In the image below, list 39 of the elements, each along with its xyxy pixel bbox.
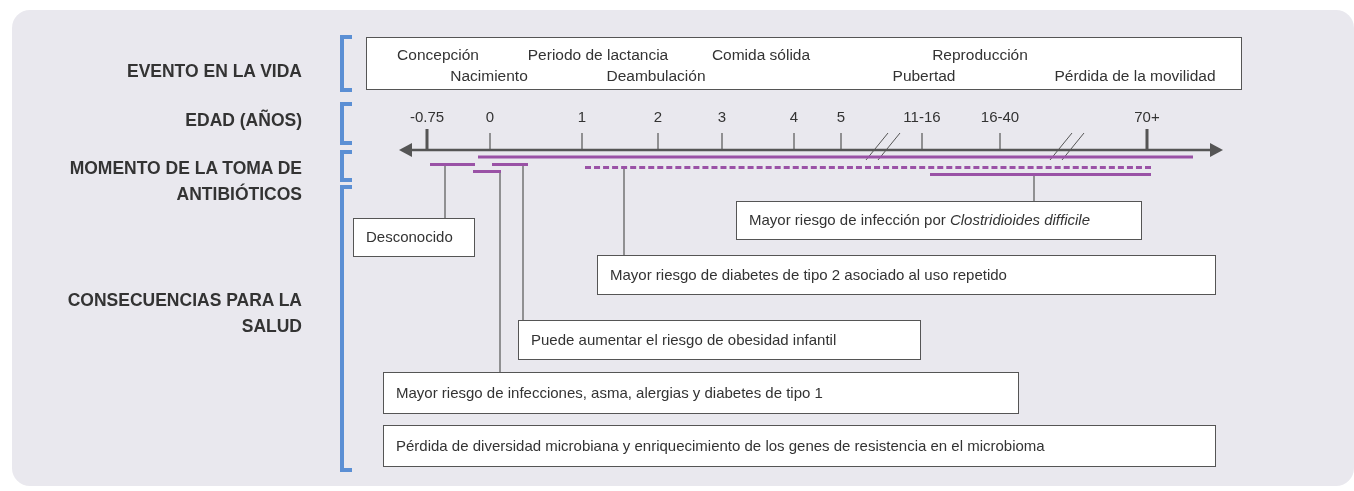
row-heading: MOMENTO DE LA TOMA DE ANTIBIÓTICOS xyxy=(68,157,302,206)
leader-line xyxy=(522,165,524,321)
event-label: Reproducción xyxy=(932,46,1028,64)
leader-line xyxy=(444,165,446,219)
antibiotic-period-bar xyxy=(492,163,528,166)
antibiotic-period-bar xyxy=(473,170,501,173)
tick-label: -0.75 xyxy=(409,108,445,125)
leader-line xyxy=(499,172,501,373)
dashed-antibiotic-bar xyxy=(585,166,1151,169)
consequence-box: Desconocido xyxy=(353,218,475,257)
life-event-box xyxy=(366,37,1242,90)
leader-line xyxy=(1033,175,1035,202)
consequence-box: Mayor riesgo de infección por Clostridioides difficile xyxy=(736,201,1142,240)
event-label: Pubertad xyxy=(892,67,956,85)
tick-label: 5 xyxy=(836,108,846,125)
antibiotic-period-bar xyxy=(930,173,1151,176)
event-label: Concepción xyxy=(397,46,479,64)
tick-label: 2 xyxy=(653,108,663,125)
tick-label: 11-16 xyxy=(903,108,941,125)
event-label: Nacimiento xyxy=(450,67,528,85)
row-heading: CONSECUENCIAS PARA LA SALUD xyxy=(66,289,302,338)
consequence-box: Puede aumentar el riesgo de obesidad infantil xyxy=(518,320,921,360)
leader-line xyxy=(623,168,625,256)
tick-label: 1 xyxy=(577,108,587,125)
tick-label: 3 xyxy=(717,108,727,125)
antibiotic-period-bar xyxy=(430,163,475,166)
event-label: Pérdida de la movilidad xyxy=(1054,67,1216,85)
tick-label: 70+ xyxy=(1134,108,1160,125)
row-heading: EVENTO EN LA VIDA xyxy=(125,60,302,83)
event-label: Periodo de lactancia xyxy=(527,46,669,64)
event-label: Comida sólida xyxy=(711,46,811,64)
consequence-box: Mayor riesgo de diabetes de tipo 2 asociado al uso repetido xyxy=(597,255,1216,295)
tick-label: 4 xyxy=(789,108,799,125)
row-heading: EDAD (AÑOS) xyxy=(184,108,302,132)
tick-label: 0 xyxy=(485,108,495,125)
event-label: Deambulación xyxy=(606,67,706,85)
consequence-box: Pérdida de diversidad microbiana y enriquecimiento de los genes de resistencia en el microbioma xyxy=(383,425,1216,467)
tick-label: 16-40 xyxy=(980,108,1020,125)
consequence-box: Mayor riesgo de infecciones, asma, alergias y diabetes de tipo 1 xyxy=(383,372,1019,414)
